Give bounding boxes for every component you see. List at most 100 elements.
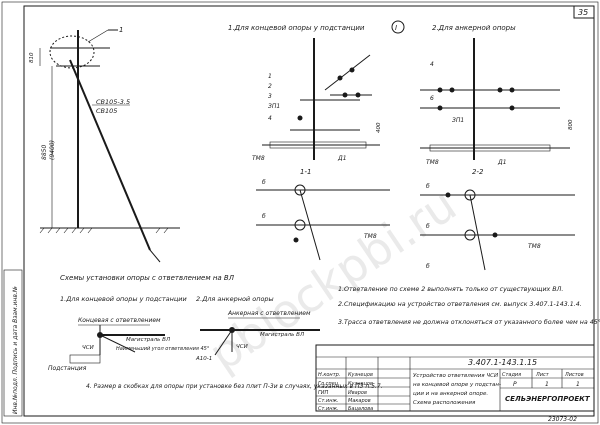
notes-block: 1.Ответвление по схеме 2 выполнять тольк… [86,286,600,390]
section-a-label: 1-1 [300,168,311,176]
substation-box [69,354,101,364]
label-b-zp1: ЗП1 [452,117,464,124]
end-pole-detail: 1.Для концевой опоры у подстанции I 1 2 … [228,20,405,176]
plan-b-tm8: ТМ8 [528,243,541,250]
name-5: Бацалова [348,406,373,412]
schemes-title: Схемы установки опоры с ответвлением на … [60,274,235,282]
plan-b-b1: б [426,183,430,190]
name-4: Макаров [348,398,371,404]
scheme-a-branch [99,334,136,353]
scheme-b-branch [214,329,233,356]
scheme-a-side: Подстанция [48,365,87,372]
label-a-2: 2 [268,83,272,90]
plan-b-b2: б [426,223,430,230]
insulator-a2 [349,67,355,73]
role-2: Гл.спец. [318,381,340,387]
watermark: pblockpbi.ru [199,177,466,381]
scheme-b-line: Магистраль ВЛ [260,332,304,338]
note-4: 4. Размер в скобках для опоры при устано… [86,383,383,390]
label-sv105: СВ105 [96,107,117,115]
plan-b-node2 [464,229,476,241]
plan-b-node1 [464,189,476,201]
label-b-6: 6 [430,95,434,102]
label-sv105-35: СВ105-3.5 [96,98,130,106]
lists-label: Листов [564,372,584,378]
plan-a-tm8: ТМ8 [364,233,377,240]
insulator-a5 [297,115,303,121]
sheet-number: 35 [578,8,588,17]
title-line-1: Устройство ответвления ЧСИ [413,373,498,379]
insulator-string-a1 [324,54,371,91]
sheet-number-box [573,5,595,19]
name-2: Кузнецов [348,381,373,387]
scheme-b-side: А10-1 [195,356,212,362]
dim-8850: 8850 [41,145,48,160]
plan-a-node2 [294,219,306,231]
plan-a-b2: б [262,213,266,220]
circle-marker [391,20,405,34]
strut-pole [69,59,151,251]
role-5: Ст.инж. [318,406,339,412]
label-b-4: 4 [430,61,434,68]
label-a-zp1: ЗП1 [268,103,280,110]
label-a-d1: Д1 [337,155,347,162]
scheme-a-node-label: ЧСИ [82,345,94,351]
note-2: 2.Спецификацию на устройство ответвления… [338,301,582,308]
label-b-tm8: ТМ8 [426,159,439,166]
role-4: Ст.инж. [318,398,339,404]
scheme-b: Анкерная с ответвлением Магистраль ВЛ ЧС… [195,310,320,362]
scheme-a-title: 1.Для концевой опоры у подстанции [60,295,187,303]
scheme-a-angle: Наименьший угол ответвления 45° [116,346,210,352]
plan-b-b3: б [426,263,430,270]
title-line-2: на концевой опоре у подстан- [413,382,501,388]
plan-b-ins2 [492,232,498,238]
drawing-frame [23,5,595,417]
label-a-1: 1 [268,73,272,80]
role-1: Н.контр. [318,372,340,378]
scheme-a: Концевая с ответвлением Магистраль ВЛ На… [48,317,210,372]
plan-a-ins [293,237,299,243]
plan-b-ins1 [445,192,451,198]
anchor-pole-detail: 2.Для анкерной опоры 4 6 ЗП1 ТМ8 Д1 800 … [420,24,574,176]
stage-value: Р [513,381,517,388]
scheme-a-top: Концевая с ответвлением [78,317,161,324]
label-b-800: 800 [568,119,574,130]
section-b-label: 2-2 [472,168,484,176]
circle-marker-text: I [395,24,397,32]
stage-label: Стадия [502,372,521,378]
insulator-b1 [437,87,443,93]
plan-b-branch [469,194,486,271]
insulator-b2 [449,87,455,93]
label-b-d1: Д1 [497,159,507,166]
insulator-a3 [342,92,348,98]
insulator-a1 [337,75,343,81]
title-a: 1.Для концевой опоры у подстанции [228,24,365,32]
scheme-a-node [97,332,103,338]
note-1: 1.Ответвление по схеме 2 выполнять тольк… [338,286,563,293]
title-line-4: Схема расположения [413,400,476,406]
footer-code: 23073-02 [548,416,577,423]
note-3: 3.Трасса ответвления не должна отклонять… [338,318,600,326]
scheme-b-title: 2.Для анкерной опоры [196,295,274,303]
insulator-b4 [509,87,515,93]
title-b: 2.Для анкерной опоры [432,24,516,32]
title-line-3: ции и на анкерной опоре. [413,391,488,397]
list-label: Лист [535,372,550,378]
plan-views: б б ТМ8 б б ТМ8 б [256,179,575,271]
callout-1: 1 [119,26,123,34]
name-1: Кузнецов [348,372,373,378]
label-a-4: 4 [268,115,272,122]
detail-ellipse [49,35,95,69]
insulator-b3 [497,87,503,93]
label-a-tm8: ТМ8 [252,155,265,162]
plan-a-node1 [294,184,306,196]
title-block: 3.407.1-143.1.15 Н.контр. Гл.спец. ГИП С… [315,344,595,412]
insulator-b6 [509,105,515,111]
leader-1-diag [87,29,109,43]
name-3: Иваров [348,390,367,396]
binding-strip [3,269,23,417]
drawing-code: 3.407.1-143.1.15 [468,358,537,367]
scheme-b-node-label: ЧСИ [236,344,248,350]
